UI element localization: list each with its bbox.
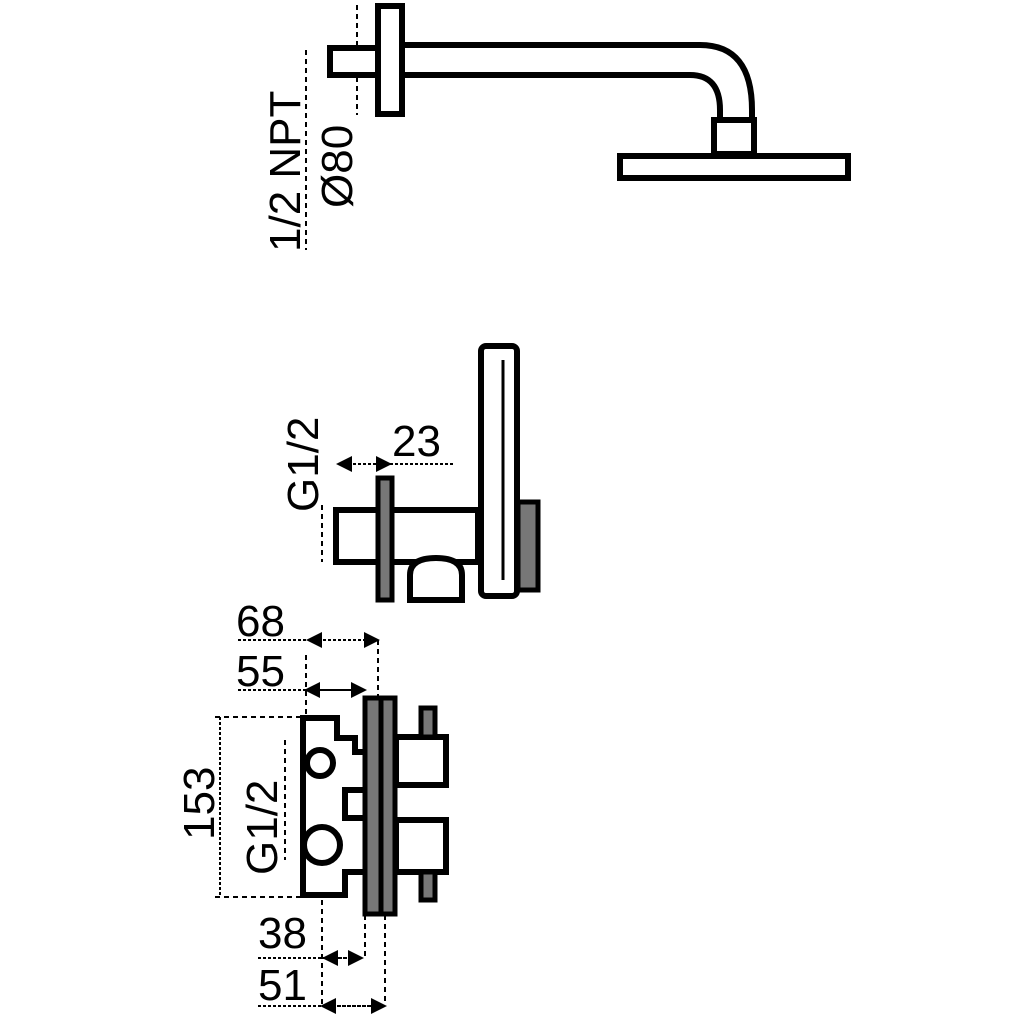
flange-diameter-label: Ø80 bbox=[313, 125, 362, 208]
arm-pipe bbox=[399, 42, 755, 123]
hand-shower-holder: G1/2 23 bbox=[279, 343, 541, 603]
depth-outer-label: 68 bbox=[236, 597, 285, 646]
mixer-valve: 68 55 153 G1/2 38 51 bbox=[175, 597, 449, 1014]
holder-thread-label: G1/2 bbox=[279, 417, 328, 512]
holder-body bbox=[333, 507, 481, 565]
dim-extension-bottom bbox=[321, 900, 386, 1005]
holder-valve bbox=[407, 554, 465, 603]
valve-port-upper bbox=[304, 747, 336, 779]
valve-handle-lower bbox=[393, 817, 449, 875]
handle-lever-upper bbox=[418, 705, 438, 740]
wall-nipple bbox=[327, 45, 383, 78]
hand-shower bbox=[478, 343, 520, 599]
npt-label: 1/2 NPT bbox=[261, 91, 310, 252]
valve-cover-plate bbox=[378, 695, 398, 917]
wall-flange bbox=[375, 3, 405, 117]
depth-inner-label: 55 bbox=[236, 647, 285, 696]
max-depth-label: 51 bbox=[258, 961, 307, 1010]
holder-depth-label: 23 bbox=[392, 417, 441, 466]
handle-lever-lower bbox=[418, 869, 438, 903]
shower-head bbox=[617, 153, 851, 181]
dim-extension-top bbox=[305, 640, 379, 715]
head-connector bbox=[711, 117, 757, 157]
mixer-thread-label: G1/2 bbox=[238, 780, 287, 875]
valve-handle-upper bbox=[393, 734, 449, 788]
holder-flange bbox=[375, 475, 395, 603]
hand-shower-grip bbox=[515, 499, 541, 593]
shower-arm: 1/2 NPT Ø80 bbox=[261, 3, 851, 252]
height-label: 153 bbox=[175, 767, 224, 840]
min-depth-label: 38 bbox=[258, 909, 307, 958]
valve-port-lower bbox=[301, 824, 343, 866]
